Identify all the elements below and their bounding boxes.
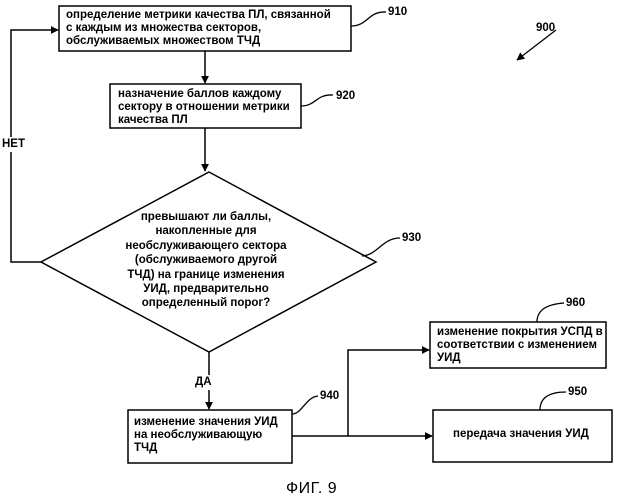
leader-960 <box>537 303 564 322</box>
step-930-text: превышают ли баллы, накопленные для необ… <box>118 210 294 311</box>
ref-960: 960 <box>566 297 585 310</box>
ref-910: 910 <box>388 6 407 19</box>
step-920-text: назначение баллов каждому сектору в отно… <box>118 88 300 127</box>
leader-950 <box>540 392 566 410</box>
figure-number-900: 900 <box>536 22 555 35</box>
ref-940: 940 <box>320 390 339 403</box>
leader-940 <box>292 396 318 414</box>
step-960-text: изменение покрытия УСПД в соответствии с… <box>437 326 605 365</box>
step-950-text: передача значения УИД <box>453 428 609 441</box>
step-910-text: определение метрики качества ПЛ, связанн… <box>66 9 350 48</box>
branch-no-label: НЕТ <box>2 137 25 152</box>
figure-caption: ФИГ. 9 <box>286 480 337 498</box>
ref-930: 930 <box>402 232 421 245</box>
ref-920: 920 <box>336 90 355 103</box>
leader-930 <box>362 238 400 256</box>
arrow-to-960 <box>348 350 429 436</box>
branch-yes-label: ДА <box>194 375 213 390</box>
step-940-text: изменение значения УИД на необслуживающу… <box>134 416 290 455</box>
ref-950: 950 <box>568 386 587 399</box>
leader-920 <box>301 95 333 106</box>
leader-910 <box>351 12 386 26</box>
